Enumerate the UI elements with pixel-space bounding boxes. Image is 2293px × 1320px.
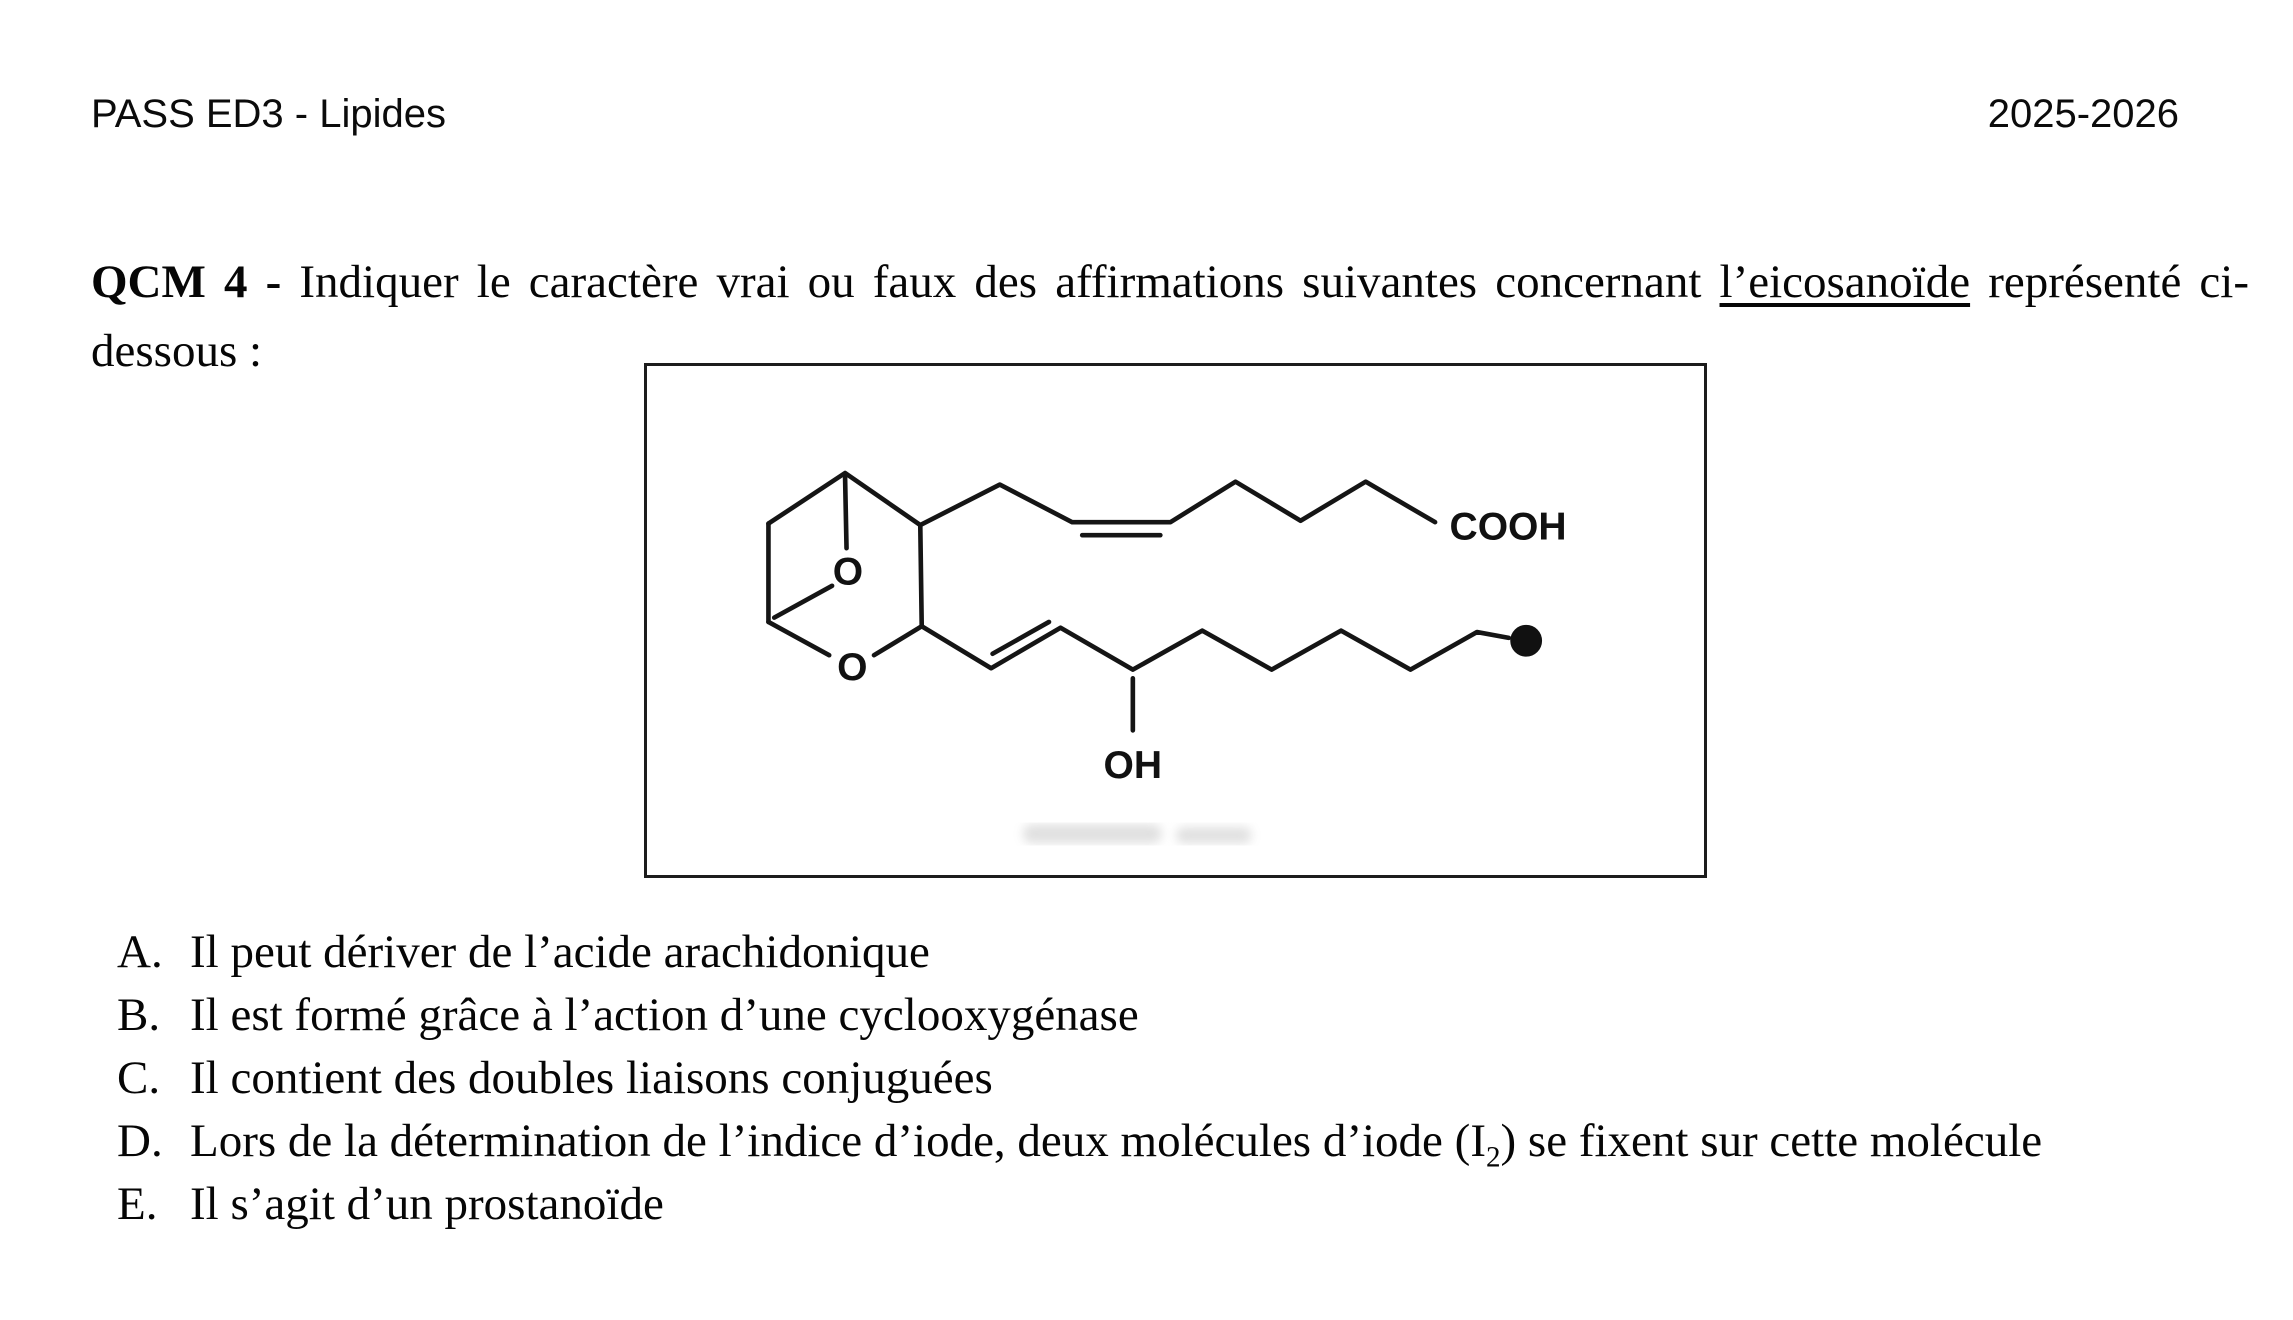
- underlined-term: l’eicosanoïde: [1719, 256, 1971, 308]
- ring-bond-from-bottom-oxygen: [871, 623, 925, 658]
- option-b: B. Il est formé grâce à l’action d’une c…: [117, 984, 2249, 1047]
- option-e: E. Il s’agit d’un prostanoïde: [117, 1173, 2249, 1236]
- label-ring-oxygen-bottom: O: [837, 646, 867, 689]
- label-oh: OH: [1104, 744, 1163, 787]
- ring-bond-to-bottom-oxygen: [766, 619, 832, 658]
- chain-end-dot: [1510, 624, 1543, 657]
- question-intro: Indiquer le caractère vrai ou faux des a…: [299, 256, 1720, 308]
- option-d-text: Lors de la détermination de l’indice d’i…: [190, 1115, 2043, 1174]
- question-outro: représenté ci-dessous :: [91, 256, 2249, 377]
- answer-options: A. Il peut dériver de l’acide arachidoni…: [117, 921, 2249, 1236]
- trans-double-bond-second-line: [990, 619, 1052, 657]
- bridge-bond-from-top-oxygen: [771, 583, 835, 620]
- academic-year: 2025-2026: [1987, 92, 2179, 136]
- option-c-text: Il contient des doubles liaisons conjugu…: [190, 1052, 993, 1104]
- lower-chain-bonds: [919, 623, 1512, 672]
- label-ring-oxygen-top: O: [833, 550, 863, 593]
- bridge-bond-to-top-oxygen: [842, 475, 849, 551]
- option-d: D. Lors de la détermination de l’indice …: [117, 1110, 2249, 1173]
- iodine-subscript: 2: [1485, 1141, 1501, 1174]
- option-b-text: Il est formé grâce à l’action d’une cycl…: [190, 989, 1139, 1041]
- question-number: QCM 4 -: [91, 256, 300, 308]
- upper-chain-bonds: [917, 479, 1438, 528]
- question-text: QCM 4 - Indiquer le caractère vrai ou fa…: [91, 248, 2249, 386]
- option-e-letter: E.: [117, 1178, 158, 1230]
- option-c: C. Il contient des doubles liaisons conj…: [117, 1047, 2249, 1110]
- molecule-structure-drawing: O O COOH OH: [766, 470, 1567, 844]
- option-c-letter: C.: [117, 1052, 161, 1104]
- scan-smudge: [1022, 824, 1252, 844]
- option-b-letter: B.: [117, 989, 161, 1041]
- option-e-text: Il s’agit d’un prostanoïde: [190, 1178, 664, 1230]
- option-a-text: Il peut dériver de l’acide arachidonique: [190, 926, 930, 978]
- option-a-letter: A.: [117, 926, 163, 978]
- course-title: PASS ED3 - Lipides: [91, 92, 446, 136]
- molecule-figure: O O COOH OH: [644, 363, 1707, 878]
- option-a: A. Il peut dériver de l’acide arachidoni…: [117, 921, 2249, 984]
- option-d-letter: D.: [117, 1115, 163, 1167]
- label-cooh: COOH: [1450, 506, 1567, 549]
- ring-top-bonds: [766, 470, 925, 629]
